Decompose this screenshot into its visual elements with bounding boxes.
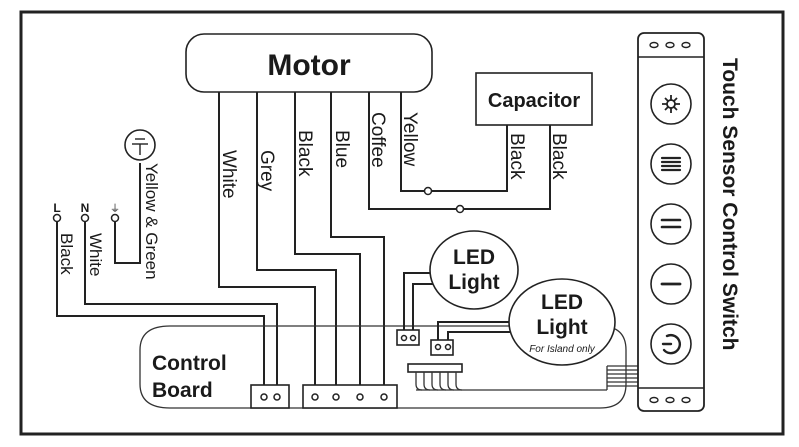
- power-input: L N ⏚ Black White Yellow & Green: [52, 129, 278, 392]
- power-button[interactable]: [650, 323, 692, 365]
- capacitor: Capacitor Black Black: [475, 72, 593, 180]
- speed-low-button[interactable]: [650, 263, 692, 305]
- led-light-1-line2: Light: [448, 271, 499, 294]
- junction-coffee: [455, 204, 465, 214]
- led-light-2-line2: Light: [536, 316, 587, 339]
- led-light-2: LED Light For Island only: [437, 278, 616, 366]
- ground-icon: [124, 129, 156, 161]
- label-black: Black: [294, 130, 315, 177]
- motor-label: Motor: [267, 49, 351, 82]
- terminal-L: [52, 213, 62, 223]
- motor-wires: [218, 92, 551, 392]
- speed-high-icon: [660, 156, 682, 172]
- terminal-ground: [110, 213, 120, 223]
- connector-led-2: [430, 339, 454, 356]
- control-board-label-line1: Control: [152, 352, 227, 375]
- light-icon: [662, 95, 680, 113]
- power-icon: [661, 334, 682, 355]
- ribbon-cable: [607, 365, 638, 387]
- label-ground-wire: Yellow & Green: [142, 163, 161, 280]
- terminal-L-symbol: L: [53, 201, 60, 215]
- speed-medium-button[interactable]: [650, 203, 692, 245]
- wire-grey: [256, 92, 337, 392]
- led-light-2-line1: LED: [541, 291, 583, 314]
- connector-power: [250, 384, 290, 409]
- wire-black: [294, 92, 361, 392]
- touch-switch: Touch Sensor Control Switch: [637, 32, 741, 412]
- junction-yellow: [423, 186, 433, 196]
- led-light-1-line1: LED: [453, 246, 495, 269]
- motor-wire-labels: White Grey Black Blue Coffee Yellow: [218, 112, 420, 199]
- connector-led-1: [396, 329, 420, 346]
- control-board-label-line2: Board: [152, 379, 213, 402]
- terminal-N-symbol: N: [81, 201, 90, 215]
- connector-motor: [302, 384, 398, 409]
- light-button[interactable]: [650, 83, 692, 125]
- label-yellow: Yellow: [399, 112, 420, 167]
- led-light-1: LED Light: [403, 230, 519, 330]
- wire-N-white: [84, 222, 278, 392]
- label-N-wire: White: [86, 233, 105, 276]
- label-coffee: Coffee: [367, 112, 388, 168]
- wire-ground: [114, 163, 141, 264]
- control-board: Control Board: [139, 325, 638, 409]
- capacitor-wire-2-label: Black: [548, 133, 569, 180]
- label-L-wire: Black: [57, 233, 76, 275]
- touch-switch-label: Touch Sensor Control Switch: [718, 58, 741, 350]
- wire-L-black: [56, 222, 265, 392]
- label-grey: Grey: [256, 150, 277, 192]
- wire-blue: [330, 92, 385, 392]
- motor: Motor: [185, 33, 433, 93]
- terminal-N: [80, 213, 90, 223]
- wire-white: [218, 92, 316, 392]
- wire-yellow: [400, 92, 508, 192]
- terminal-ground-symbol: ⏚: [110, 203, 120, 215]
- capacitor-label: Capacitor: [488, 90, 580, 112]
- speed-high-button[interactable]: [650, 143, 692, 185]
- led-light-2-note: For Island only: [529, 344, 596, 355]
- capacitor-wire-1-label: Black: [506, 133, 527, 180]
- label-white: White: [218, 150, 239, 199]
- speed-medium-icon: [660, 218, 682, 229]
- connector-switch: [407, 363, 463, 373]
- label-blue: Blue: [331, 130, 352, 168]
